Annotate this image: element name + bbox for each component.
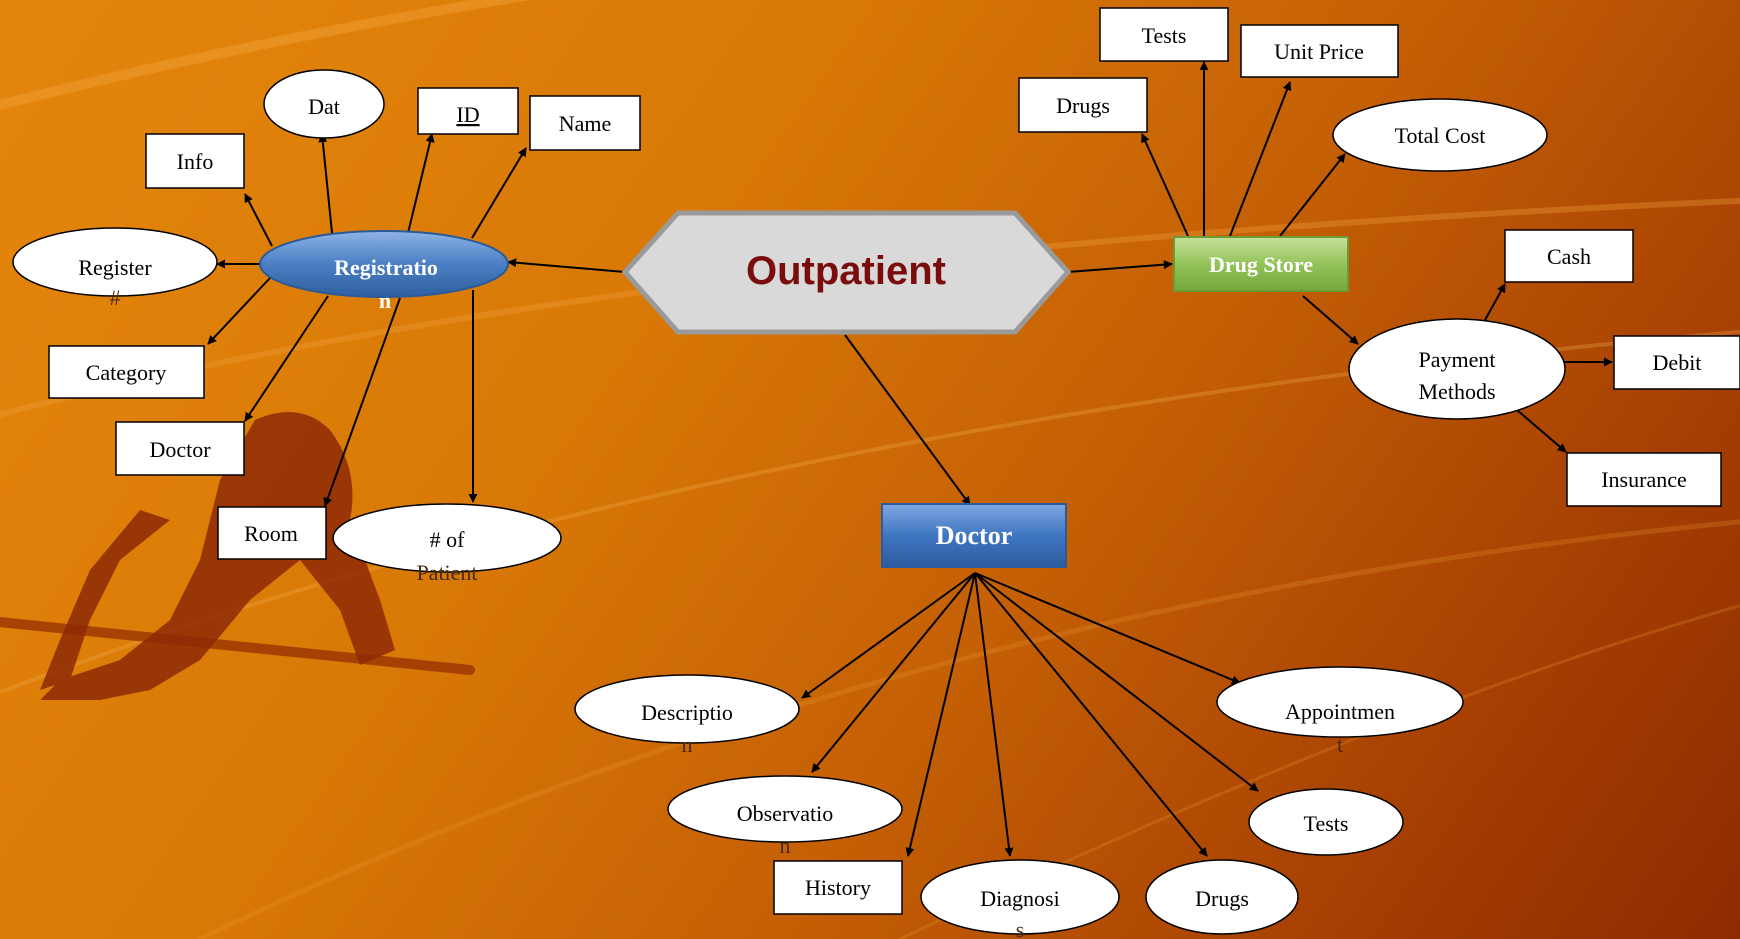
svg-text:n: n bbox=[780, 833, 791, 858]
attr-info[interactable]: Info bbox=[145, 133, 245, 189]
drug-store-entity[interactable]: Drug Store bbox=[1173, 236, 1349, 292]
doctor-label: Doctor bbox=[936, 521, 1013, 550]
outpatient-entity[interactable]: Outpatient bbox=[621, 210, 1072, 335]
svg-text:Patient: Patient bbox=[416, 560, 477, 585]
registration-label-wrap: n bbox=[379, 288, 391, 313]
attr-doctor-drugs[interactable]: Drugs bbox=[1145, 859, 1299, 935]
attr-diagnosis[interactable]: Diagnosi s bbox=[920, 859, 1120, 939]
svg-text:Category: Category bbox=[86, 360, 167, 385]
attr-payment-methods[interactable]: Payment Methods bbox=[1348, 318, 1566, 420]
svg-text:Room: Room bbox=[244, 521, 298, 546]
svg-text:Register: Register bbox=[78, 255, 152, 280]
svg-text:Drugs: Drugs bbox=[1056, 93, 1110, 118]
svg-text:Doctor: Doctor bbox=[149, 437, 211, 462]
svg-text:Dat: Dat bbox=[308, 94, 340, 119]
svg-text:Total Cost: Total Cost bbox=[1395, 123, 1486, 148]
svg-text:Drugs: Drugs bbox=[1195, 886, 1249, 911]
attr-room[interactable]: Room bbox=[217, 506, 327, 560]
svg-text:Debit: Debit bbox=[1653, 350, 1702, 375]
attr-observation[interactable]: Observatio n bbox=[667, 775, 903, 858]
svg-text:Diagnosi: Diagnosi bbox=[980, 886, 1059, 911]
attr-doctor-tests[interactable]: Tests bbox=[1248, 788, 1404, 856]
attr-register-number[interactable]: Register # bbox=[12, 227, 218, 310]
svg-text:Payment: Payment bbox=[1419, 347, 1496, 372]
attr-description[interactable]: Descriptio n bbox=[574, 674, 800, 757]
svg-text:Methods: Methods bbox=[1419, 379, 1496, 404]
payment-insurance[interactable]: Insurance bbox=[1566, 452, 1722, 507]
attr-total-cost[interactable]: Total Cost bbox=[1332, 98, 1548, 172]
attr-appointment[interactable]: Appointmen t bbox=[1216, 666, 1464, 757]
attr-dat[interactable]: Dat bbox=[263, 69, 385, 139]
outpatient-label: Outpatient bbox=[746, 249, 946, 293]
svg-text:Unit Price: Unit Price bbox=[1274, 39, 1364, 64]
attr-store-tests[interactable]: Tests bbox=[1099, 7, 1229, 62]
svg-text:s: s bbox=[1016, 917, 1025, 939]
svg-text:History: History bbox=[805, 875, 871, 900]
svg-text:Tests: Tests bbox=[1142, 23, 1187, 48]
payment-debit[interactable]: Debit bbox=[1613, 335, 1740, 390]
doctor-entity[interactable]: Doctor bbox=[881, 503, 1067, 568]
attr-id[interactable]: ID bbox=[417, 87, 519, 135]
svg-text:#: # bbox=[110, 285, 121, 310]
registration-label: Registratio bbox=[334, 255, 438, 280]
connectors bbox=[207, 61, 1613, 857]
attr-number-of-patients[interactable]: # of Patient bbox=[332, 503, 562, 585]
svg-text:Cash: Cash bbox=[1547, 244, 1591, 269]
attr-doctor[interactable]: Doctor bbox=[115, 421, 245, 476]
drug-store-label: Drug Store bbox=[1209, 252, 1313, 277]
svg-text:Info: Info bbox=[177, 149, 214, 174]
svg-text:Name: Name bbox=[559, 111, 612, 136]
payment-cash[interactable]: Cash bbox=[1504, 229, 1634, 283]
svg-text:n: n bbox=[682, 732, 693, 757]
svg-text:ID: ID bbox=[456, 102, 479, 127]
svg-text:t: t bbox=[1337, 732, 1343, 757]
svg-text:# of: # of bbox=[430, 527, 466, 552]
attr-store-drugs[interactable]: Drugs bbox=[1018, 77, 1148, 133]
attr-unit-price[interactable]: Unit Price bbox=[1240, 24, 1399, 78]
svg-text:Descriptio: Descriptio bbox=[641, 700, 733, 725]
svg-text:Appointmen: Appointmen bbox=[1285, 699, 1395, 724]
attr-category[interactable]: Category bbox=[48, 345, 205, 399]
svg-text:Tests: Tests bbox=[1304, 811, 1349, 836]
svg-text:Insurance: Insurance bbox=[1601, 467, 1687, 492]
registration-entity[interactable]: Registratio n bbox=[259, 230, 509, 313]
svg-text:Observatio: Observatio bbox=[737, 801, 834, 826]
attr-history[interactable]: History bbox=[773, 860, 903, 915]
attr-name[interactable]: Name bbox=[529, 95, 641, 151]
